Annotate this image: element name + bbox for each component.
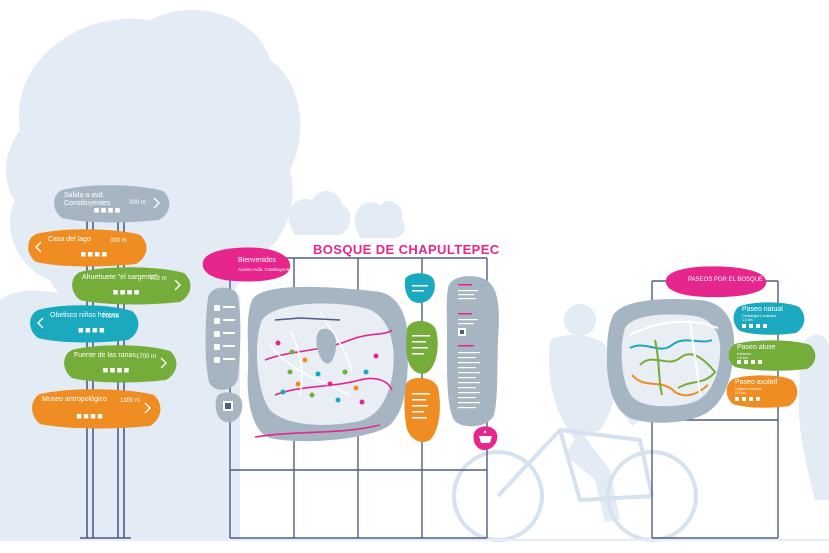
distance-label: 1300 m [120,398,141,404]
direction-arrow-sign [32,389,161,429]
amenity-icon [99,328,105,333]
qr-code-inner [225,403,231,409]
direction-arrow-sign [64,345,177,383]
amenity-icon [108,208,113,213]
amenity-icon [749,397,753,401]
amenity-icon [744,360,748,364]
distance-label: 700 m [102,314,119,320]
route-length: 2,3 km [735,391,746,395]
direction-signpost [28,185,191,539]
amenity-icon [117,368,122,373]
welcome-title: Bienvenidos [238,257,277,264]
park-map-paths [254,311,393,438]
amenity-icon [78,328,84,333]
service-icons [214,305,235,363]
amenity-icon [735,397,739,401]
tree-silhouette-mid-1 [289,190,351,235]
map-markers [275,340,379,405]
route-theme: Aventura [737,352,751,356]
amenity-icon [83,414,89,419]
amenity-icon [101,208,106,213]
amenity-icon [742,324,746,328]
route-length: 1,5 km [737,356,748,360]
distance-label: 300 m [129,200,146,206]
distance-label: 700 m [150,276,167,282]
direction-arrow-sign [28,229,147,267]
amenity-icon [756,397,760,401]
amenity-icon [95,252,100,257]
amenity-icon [134,290,139,295]
direction-arrow-sign [30,305,139,343]
amenity-icon [113,290,118,295]
amenity-icon [94,208,99,213]
direction-label: Obelisco niños héroes [50,312,120,319]
amenity-icon [749,324,753,328]
amenity-icon [85,328,91,333]
chevron-right-icon [144,402,151,414]
direction-label: Fuente de las ranas [74,352,136,359]
direction-label-line2: Constituyentes [64,200,111,207]
direction-label: Ahuehuete "el sargento" [82,274,158,281]
route-theme: Ornitología y botánica [742,314,777,318]
routes-header-title: PASEOS POR EL BOSQUE [688,277,764,283]
routes-header-banner [665,266,767,298]
tree-silhouette-mid-2 [354,200,405,239]
amenity-icon [756,324,760,328]
route-name: Paseo natual [742,306,783,313]
chevron-right-icon [153,197,160,209]
amenity-icon [110,368,115,373]
routes-map-paths [629,319,719,397]
info-column-content [458,284,480,409]
route-name: Paseo axolotl [735,379,778,386]
amenity-icon [127,290,132,295]
amenity-icon [124,368,129,373]
map-lake [316,328,337,364]
person-silhouette-right [798,334,829,500]
chevron-right-icon [174,279,181,291]
routes-sign [606,266,816,539]
amenity-icon [758,360,762,364]
amenity-icon [103,368,108,373]
route-pill [728,340,816,371]
axolotl-logo-icon [479,436,492,443]
distance-label: 300 m [110,238,127,244]
amenity-icon [737,360,741,364]
amenity-icon [742,397,746,401]
amenity-icon [102,252,107,257]
amenity-icon [88,252,93,257]
amenity-icon [81,252,86,257]
main-sign-title: BOSQUE DE CHAPULTEPEC [313,242,500,257]
direction-label: Museo antropológico [42,396,107,403]
amenity-icon [115,208,120,213]
direction-arrow-sign [54,185,170,223]
route-card-teal [404,273,435,303]
main-sign [202,247,499,539]
amenity-icon [120,290,125,295]
amenity-icon [76,414,82,419]
chevron-left-icon [37,317,44,329]
services-panel [205,287,241,390]
direction-arrow-sign [72,267,191,305]
route-name: Paseo aluxe [737,344,776,351]
welcome-banner [202,247,291,282]
amenity-icon [763,324,767,328]
amenity-icon [751,360,755,364]
amenity-icon [92,328,98,333]
routes-map-area [621,314,721,407]
route-theme: Cultura e historia [735,387,762,391]
amenity-icon [97,414,103,419]
route-length: 1,3 km [742,318,753,322]
amenity-icon [90,414,96,419]
chevron-right-icon [160,357,167,369]
welcome-subtitle: Acceso Avda. Constituyentes [238,267,293,272]
distance-label: 1700 m [136,354,157,360]
direction-label: Casa del lago [48,236,91,243]
chevron-left-icon [35,241,42,253]
direction-label: Salida a avd. [64,192,105,199]
route-card-orange [404,377,440,443]
route-card-lines [412,285,430,419]
